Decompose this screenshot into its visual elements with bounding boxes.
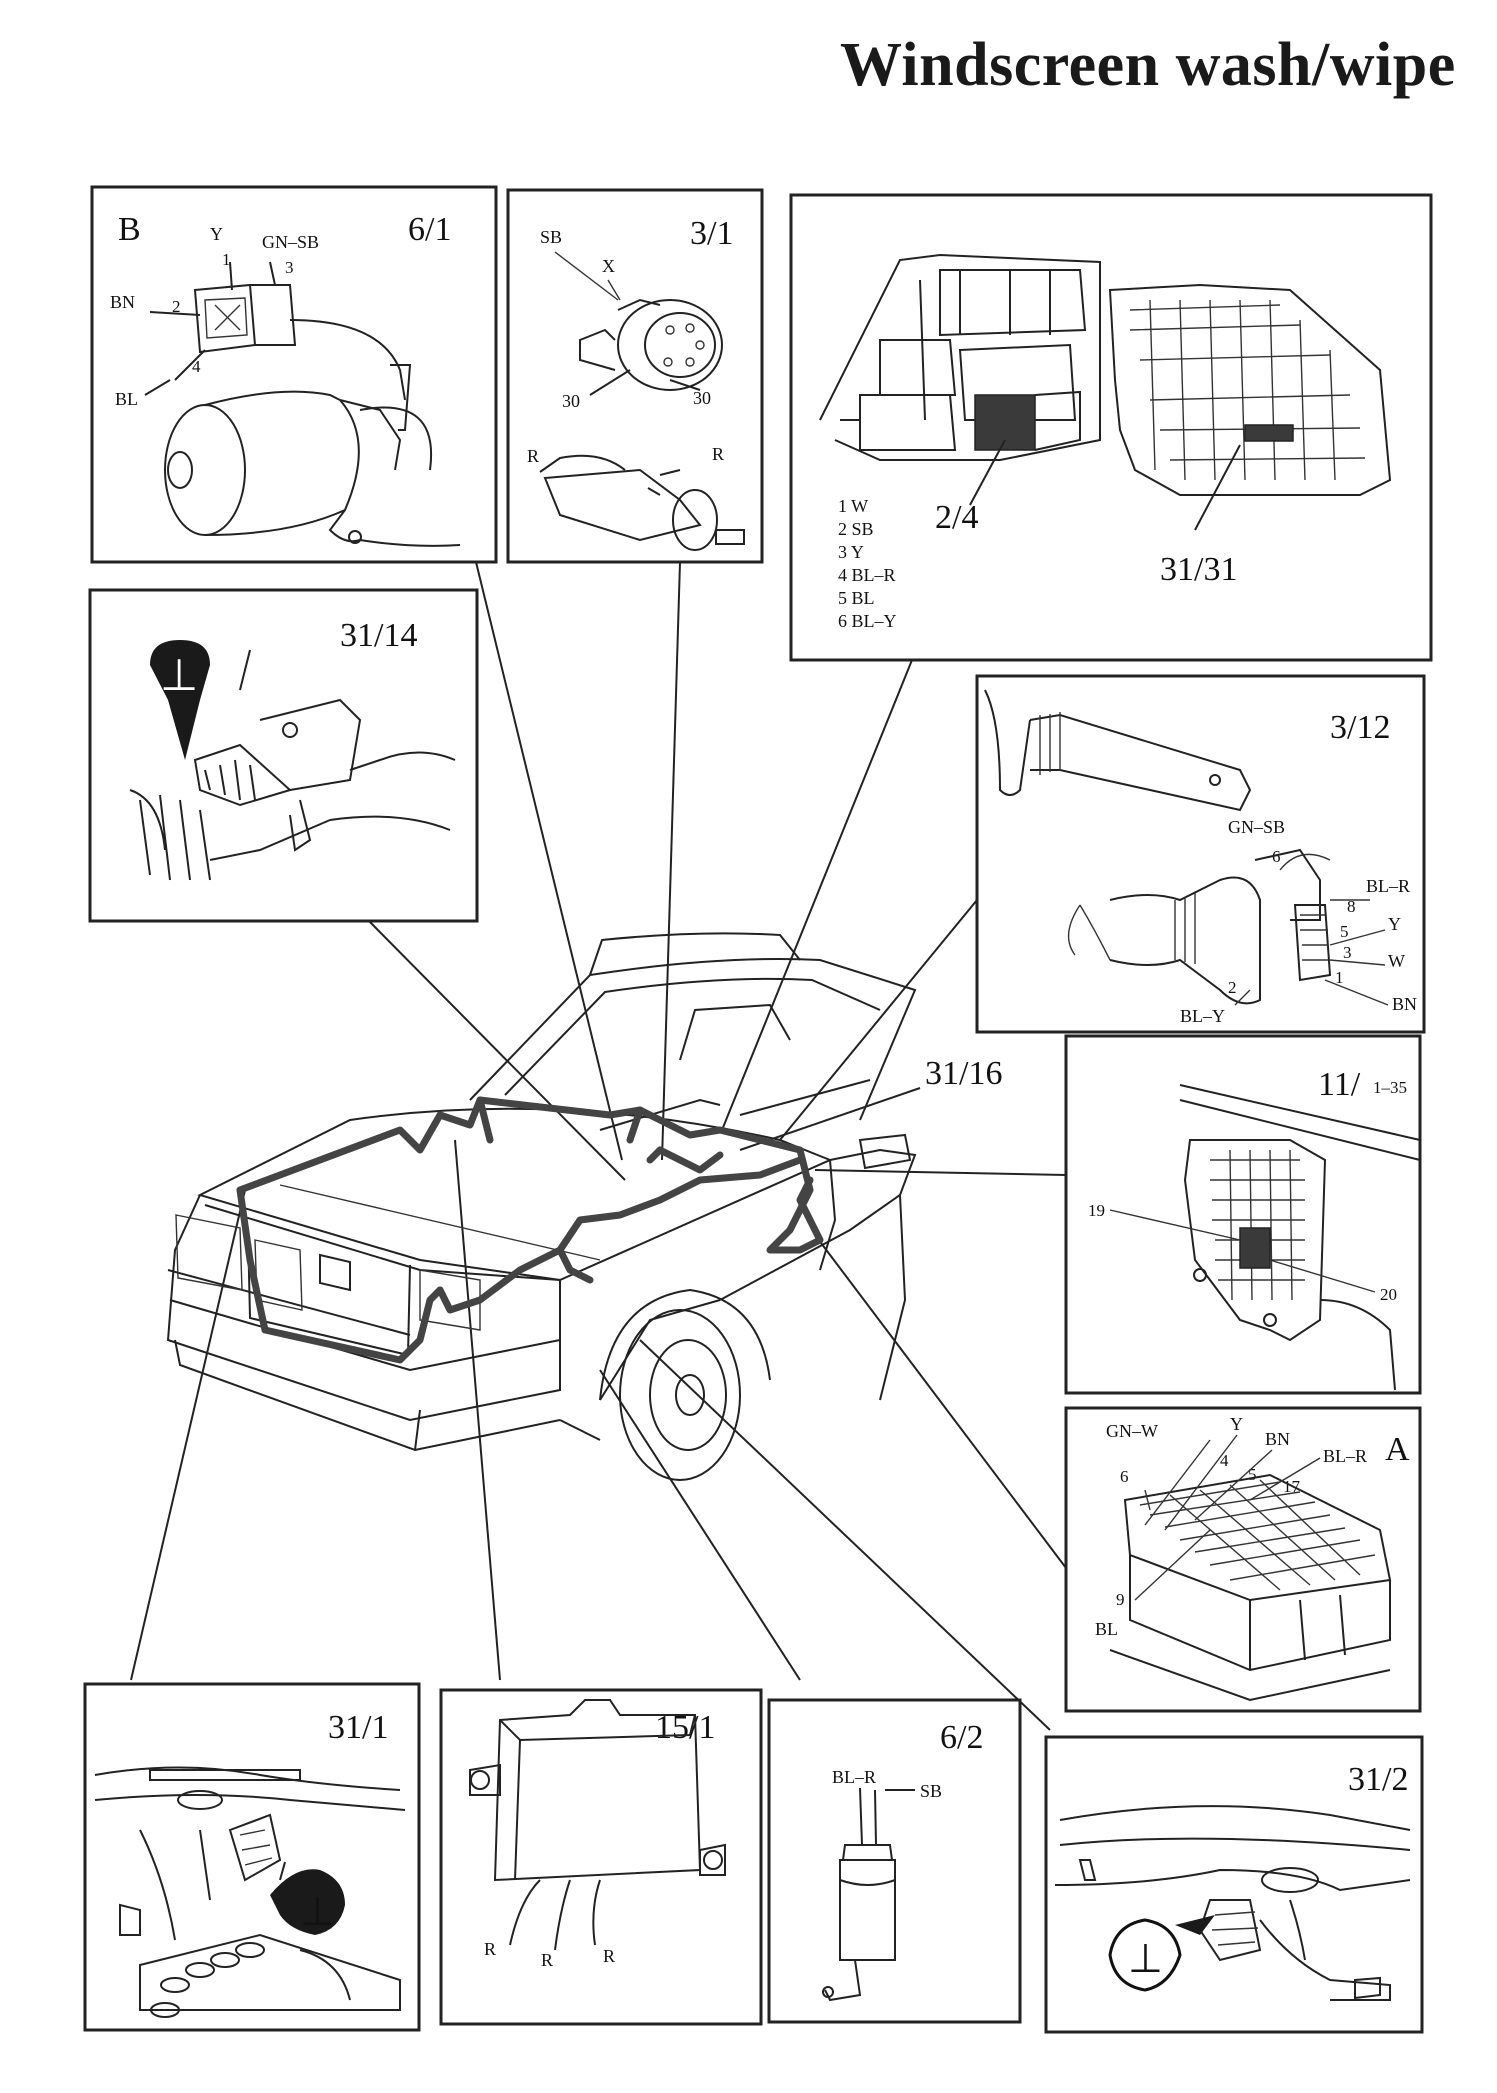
panel-code: 3/12 — [1330, 709, 1390, 746]
wire-label: 6 — [1272, 847, 1281, 866]
wire-label: 1 — [1335, 968, 1344, 987]
wire-label: GN–SB — [1228, 817, 1285, 837]
wire-label: 1 — [222, 250, 231, 269]
wire-label: BN — [1392, 994, 1417, 1014]
wire-label: BL — [115, 389, 138, 409]
panel-31-2: 31/2 ⊥ — [1044, 1735, 1424, 2034]
wire-label: Y — [1230, 1414, 1243, 1434]
wire-label: BL–Y — [1180, 1006, 1225, 1026]
panel-a-connector: A GN–W Y BN 6 4 5 BL–R 17 9 BL — [1064, 1406, 1422, 1713]
ground-icon: ⊥ — [300, 1889, 335, 1935]
wire-label: Y — [1388, 914, 1401, 934]
wire-label: R — [603, 1946, 615, 1966]
wire-label: 1 W — [838, 496, 868, 516]
wire-label: R — [484, 1939, 496, 1959]
panel-31-14: 31/14 ⊥ — [88, 588, 479, 923]
panel-code: 6/1 — [408, 211, 451, 248]
wire-label: W — [1388, 951, 1405, 971]
panel-code: 31/14 — [340, 617, 417, 654]
panel-15-1: 15/1 R R R — [439, 1688, 763, 2026]
car-illustration — [166, 932, 917, 1481]
panel-6-1: 6/1 B Y 1 GN–SB 3 BN 2 4 BL — [90, 185, 498, 564]
wire-label: 4 — [1220, 1451, 1229, 1470]
wire-label: 19 — [1088, 1201, 1105, 1220]
panel-code: 31/1 — [328, 1709, 388, 1746]
wire-label: SB — [540, 227, 562, 247]
wire-label: BN — [1265, 1429, 1290, 1449]
wire-label: BL–R — [832, 1767, 876, 1787]
wire-label: 4 BL–R — [838, 565, 896, 585]
ground-icon: ⊥ — [160, 650, 198, 701]
wire-label: 2 — [172, 297, 181, 316]
panel-code: 2/4 — [935, 499, 978, 536]
wire-label: 8 — [1347, 897, 1356, 916]
wire-label: 30 — [562, 391, 580, 411]
wire-label: R — [541, 1950, 553, 1970]
wire-label: X — [602, 256, 615, 276]
wire-label: SB — [920, 1781, 942, 1801]
wire-label: 1–35 — [1373, 1078, 1407, 1097]
page-title: Windscreen wash/wipe — [840, 31, 1456, 99]
wire-label: 3 — [285, 258, 294, 277]
panel-11-1-35: 11/ 1–35 19 20 — [1064, 1034, 1422, 1395]
panel-3-12: 3/12 GN–SB 6 BL–R 8 5 Y 3 W 1 BN 2 BL–Y — [975, 674, 1426, 1034]
panel-31-1: 31/1 ⊥ — [83, 1682, 421, 2032]
wire-label: 2 — [1228, 978, 1237, 997]
wire-label: GN–SB — [262, 232, 319, 252]
wire-label: 20 — [1380, 1285, 1397, 1304]
wire-label: BL–R — [1323, 1446, 1367, 1466]
wire-label: 2 SB — [838, 519, 874, 539]
wire-label: BN — [110, 292, 135, 312]
wire-label: 5 — [1248, 1465, 1257, 1484]
panel-letter: A — [1385, 1431, 1410, 1468]
wire-label: 6 — [1120, 1467, 1129, 1486]
ground-icon: ⊥ — [1128, 1936, 1163, 1982]
wire-label: BL — [1095, 1619, 1118, 1639]
wire-label: R — [712, 444, 724, 464]
panel-6-2: 6/2 BL–R SB — [767, 1698, 1022, 2024]
wire-label: 30 — [693, 388, 711, 408]
wire-label: Y — [210, 224, 223, 244]
panel-code: 3/1 — [690, 215, 733, 252]
panel-2-4: 2/4 31/31 1 W 2 SB 3 Y 4 BL–R 5 BL 6 BL–… — [789, 193, 1433, 662]
wire-label: 6 BL–Y — [838, 611, 897, 631]
wire-label: 5 BL — [838, 588, 875, 608]
wire-label: 4 — [192, 357, 201, 376]
wire-label: 9 — [1116, 1590, 1125, 1609]
panel-code: 11/ — [1318, 1066, 1361, 1103]
leader-lines — [130, 561, 1067, 1731]
wire-label: BL–R — [1366, 876, 1410, 896]
panel-code: 31/2 — [1348, 1761, 1408, 1798]
wire-label: 3 Y — [838, 542, 864, 562]
wire-label: 5 — [1340, 922, 1349, 941]
wire-label: R — [527, 446, 539, 466]
panel-3-1: 3/1 SB X 30 30 R R — [506, 188, 764, 564]
wire-label: 3 — [1343, 943, 1352, 962]
panel-code: 6/2 — [940, 1719, 983, 1756]
panel-code-31-31: 31/31 — [1160, 551, 1237, 588]
wire-label: GN–W — [1106, 1421, 1158, 1441]
panel-letter: B — [118, 211, 141, 248]
label-31-16: 31/16 — [925, 1055, 1002, 1092]
